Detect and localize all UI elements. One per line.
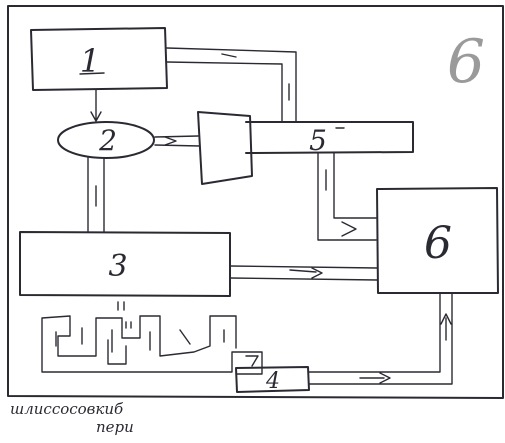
serpentine-channel: [42, 316, 262, 374]
block-4-label: 4: [265, 369, 280, 394]
quote-mark-2: [126, 322, 131, 328]
quote-mark-1: [118, 302, 124, 310]
pipe-4-to-6: [309, 293, 452, 384]
block-3-label: 3: [108, 249, 127, 284]
caption-line-2: пери: [96, 418, 134, 436]
corner-number: 6: [447, 27, 485, 97]
link-2-to-connector: [155, 136, 200, 146]
block-6-label: 6: [424, 218, 452, 269]
caption-line-1: шлиссосовкиб: [10, 400, 124, 418]
block-5: [246, 122, 413, 153]
pipe-2-to-3: [88, 158, 104, 232]
block-5-label: 5: [309, 124, 327, 157]
arrow-1-to-2: [91, 90, 101, 121]
pipe-5-to-6: [318, 153, 376, 240]
connector-block: [198, 112, 252, 184]
pipe-3-to-6: [230, 266, 377, 280]
block-1-label-underline: [80, 73, 104, 74]
block-2-label: 2: [98, 124, 117, 157]
pipe-1-to-5: [167, 48, 296, 122]
